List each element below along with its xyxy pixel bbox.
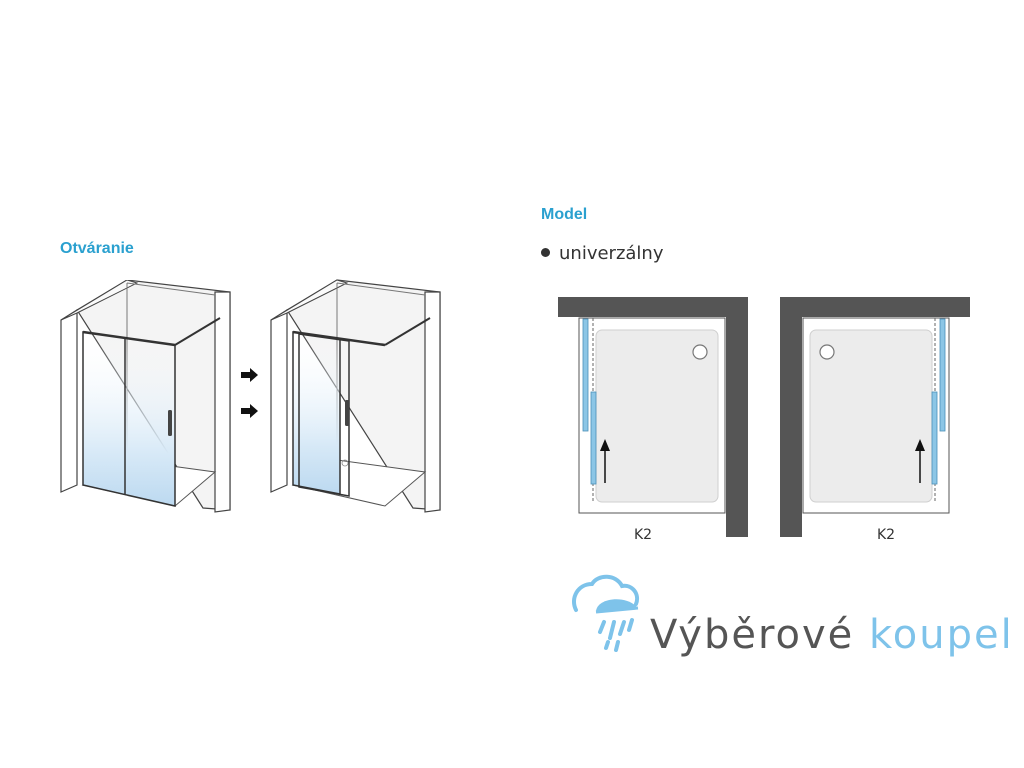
shower-closed-illustration [60,280,231,513]
floor-plan-right [780,297,970,537]
floor-plan-left [558,297,748,537]
model-heading: Model [541,206,588,223]
opening-heading: Otváranie [60,240,134,257]
brand-word-2: koupel [869,612,1014,658]
model-option: univerzálny [541,243,663,264]
plan-label-left: K2 [634,527,653,543]
brand-word-1: Výběrové [650,612,855,658]
arrow-right-icon [241,368,259,387]
shower-cloud-logo-icon [572,574,639,652]
arrow-right-icon-2 [241,404,259,423]
bullet-icon [541,247,550,257]
brand-wordmark: Výběrové koupel [650,612,1014,658]
plan-label-right: K2 [877,527,896,543]
shower-open-illustration [270,279,441,513]
model-option-label: univerzálny [559,243,664,264]
